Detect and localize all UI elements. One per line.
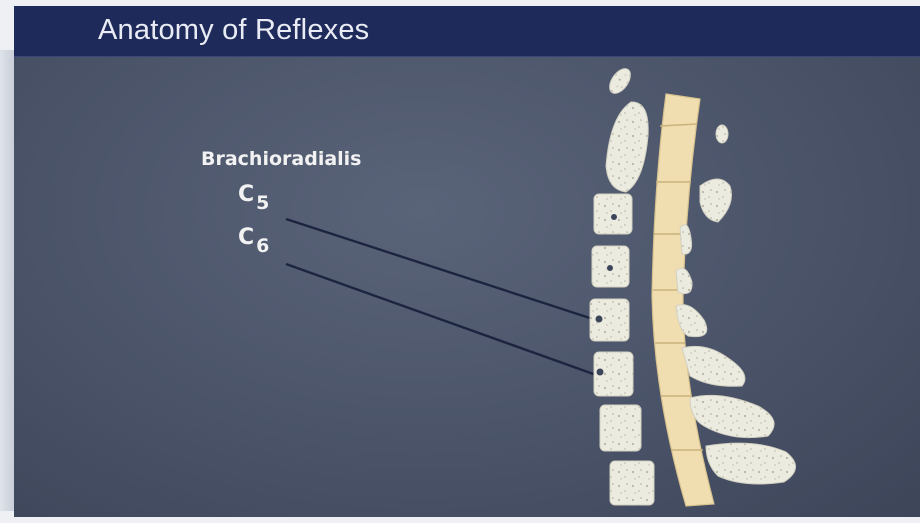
spinous-process-c3 (680, 225, 692, 255)
spinous-process-c7 (690, 395, 774, 437)
spinous-process-c1 (716, 125, 728, 143)
leader-line-c6 (286, 264, 599, 376)
vertebra-c3 (594, 194, 632, 234)
spinous-process-t1 (706, 443, 796, 484)
spinous-process-c6 (682, 346, 745, 386)
vertebra-t1 (610, 461, 654, 505)
vertebra-c2 (606, 102, 648, 192)
spinal-cord (652, 94, 714, 506)
atlas-tubercle (605, 65, 634, 97)
spinous-process-c2 (700, 179, 732, 222)
window-edge (0, 50, 14, 511)
leader-line-c5 (286, 219, 599, 321)
spine-diagram (14, 6, 920, 517)
spinous-process-c4 (676, 268, 692, 293)
vertebra-c7 (600, 405, 641, 451)
